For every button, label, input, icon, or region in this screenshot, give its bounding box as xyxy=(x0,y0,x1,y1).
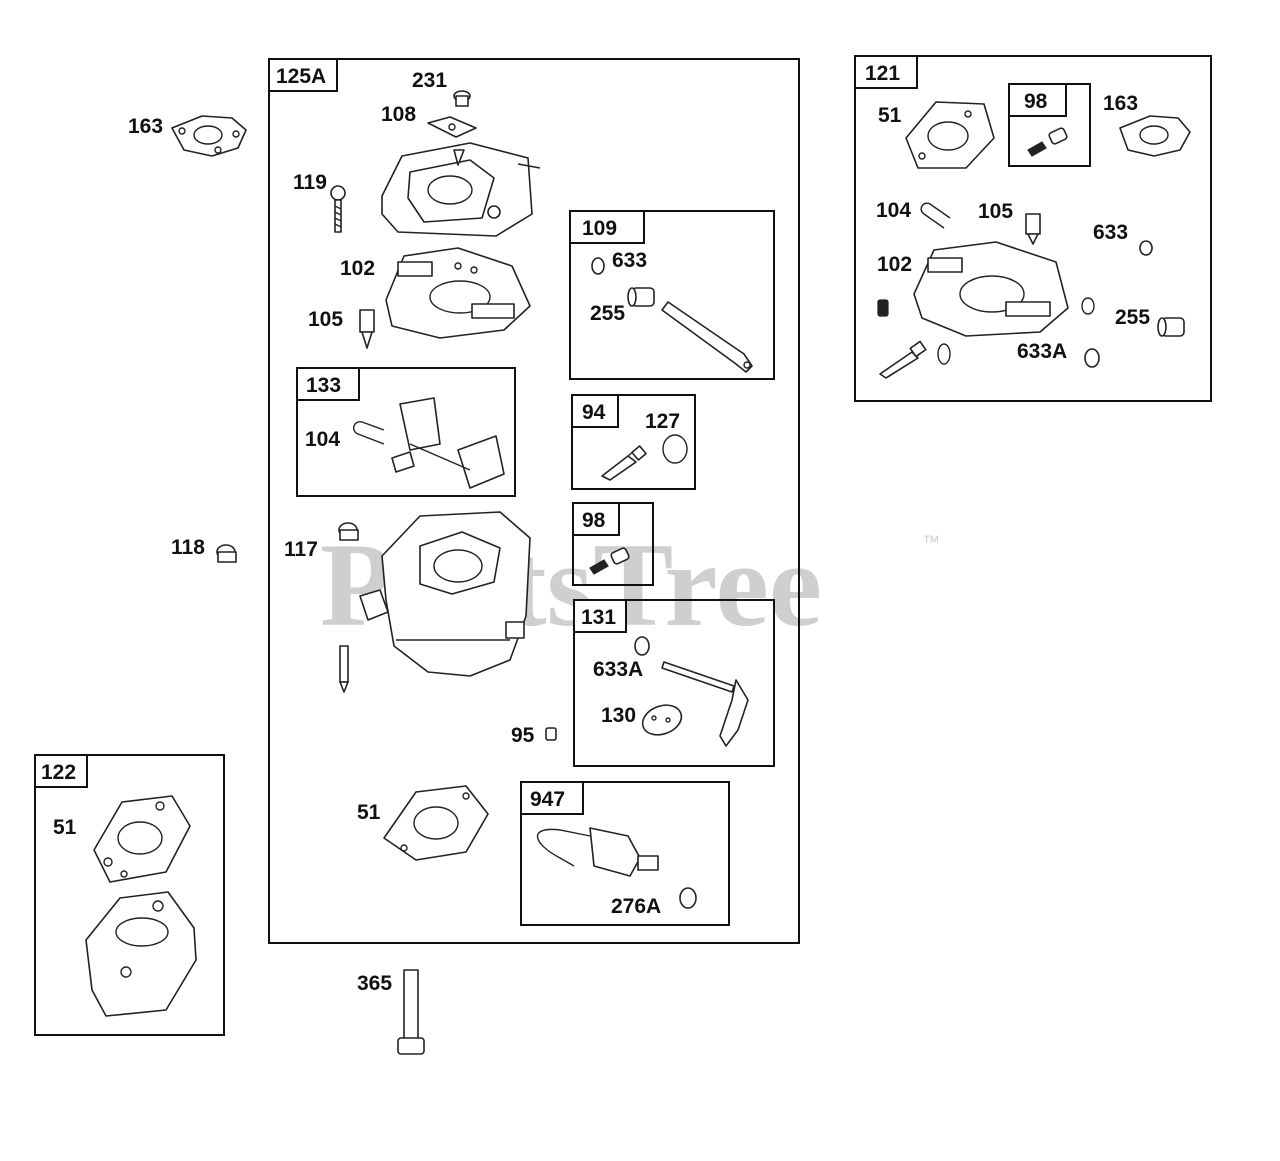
kit-109[interactable]: 109 xyxy=(569,210,775,380)
screw-119-icon[interactable] xyxy=(330,185,346,233)
callout-127: 127 xyxy=(645,410,680,433)
kit-number: 947 xyxy=(530,788,565,811)
screw-231-icon[interactable] xyxy=(453,90,471,107)
callout-105-k121: 105 xyxy=(978,200,1013,223)
mixture-screw-94-icon[interactable] xyxy=(601,445,647,481)
pin-icon[interactable] xyxy=(339,645,349,693)
spacer-icon[interactable] xyxy=(85,891,197,1017)
kit-98-sub[interactable]: 98 xyxy=(1008,83,1091,167)
callout-119: 119 xyxy=(293,171,327,194)
bushing-255-icon[interactable] xyxy=(627,287,655,307)
seal-633A-icon[interactable] xyxy=(634,636,650,656)
o-ring-127-icon[interactable] xyxy=(662,434,688,464)
kit-94[interactable]: 94 xyxy=(571,394,696,490)
callout-255: 255 xyxy=(590,302,625,325)
callout-276A: 276A xyxy=(611,895,661,918)
kit-number: 109 xyxy=(582,217,617,240)
kit-number: 133 xyxy=(306,374,341,397)
needle-105-icon[interactable] xyxy=(359,309,375,349)
kit-number: 94 xyxy=(582,401,606,424)
spring-screw-98-k121-icon[interactable] xyxy=(1027,127,1068,157)
throttle-plate-130-icon[interactable] xyxy=(638,700,685,740)
callout-51-k121: 51 xyxy=(878,104,902,127)
kit-122[interactable]: 122 xyxy=(34,754,225,1036)
gasket-102-k121-icon[interactable] xyxy=(913,241,1069,337)
screw-95-icon[interactable] xyxy=(545,727,557,741)
kit-number: 122 xyxy=(41,761,76,784)
clip-104-k121-icon[interactable] xyxy=(920,202,951,229)
gasket-51-k121-icon[interactable] xyxy=(905,101,995,169)
kit-number: 98 xyxy=(1024,90,1048,113)
kit-number: 125A xyxy=(276,65,326,88)
solenoid-947-icon[interactable] xyxy=(537,827,659,877)
plug-118-icon[interactable] xyxy=(216,544,237,563)
seal-633-icon[interactable] xyxy=(591,257,605,275)
watermark-trademark: ™ xyxy=(922,532,940,552)
clip-104-icon[interactable] xyxy=(352,420,385,445)
kit-number: 131 xyxy=(581,606,616,629)
washer-k121-icon[interactable] xyxy=(1081,297,1095,315)
gasket-163-k121-icon[interactable] xyxy=(1119,115,1191,157)
kit-131[interactable]: 131 xyxy=(573,599,775,767)
callout-633A-k121: 633A xyxy=(1017,340,1067,363)
kit-number: 121 xyxy=(865,62,900,85)
callout-108: 108 xyxy=(381,103,416,126)
callout-102: 102 xyxy=(340,257,375,280)
bolt-365-icon[interactable] xyxy=(397,969,425,1055)
callout-118: 118 xyxy=(171,536,205,559)
needle-105-k121-icon[interactable] xyxy=(1025,213,1041,245)
choke-shaft-icon[interactable] xyxy=(661,301,753,373)
kit-number: 98 xyxy=(582,509,606,532)
callout-365: 365 xyxy=(357,972,392,995)
kit-98-main[interactable]: 98 xyxy=(572,502,654,586)
callout-255-k121: 255 xyxy=(1115,306,1150,329)
washer-276A-icon[interactable] xyxy=(679,887,697,909)
throttle-shaft-icon[interactable] xyxy=(661,661,749,747)
callout-163-k121: 163 xyxy=(1103,92,1138,115)
o-ring-k121-icon[interactable] xyxy=(937,343,951,365)
callout-633-k121: 633 xyxy=(1093,221,1128,244)
float-133-icon[interactable] xyxy=(391,397,505,489)
spring-screw-98-icon[interactable] xyxy=(589,547,630,575)
callout-163: 163 xyxy=(128,115,163,138)
callout-51-k122: 51 xyxy=(53,816,77,839)
callout-104-k121: 104 xyxy=(876,199,911,222)
carburetor-body-icon[interactable] xyxy=(359,511,531,677)
callout-231: 231 xyxy=(412,69,447,92)
carburetor-cover-icon[interactable] xyxy=(381,142,541,237)
seal-633A-k121-icon[interactable] xyxy=(1084,348,1100,368)
plug-117-icon[interactable] xyxy=(338,522,359,541)
mixture-screw-k121-icon[interactable] xyxy=(879,340,927,379)
callout-95: 95 xyxy=(511,724,535,747)
callout-104: 104 xyxy=(305,428,340,451)
callout-105: 105 xyxy=(308,308,343,331)
kit-121[interactable]: 121 xyxy=(854,55,1212,402)
seal-633-k121-icon[interactable] xyxy=(1139,240,1153,256)
callout-130: 130 xyxy=(601,704,636,727)
callout-117: 117 xyxy=(284,538,318,561)
callout-51: 51 xyxy=(357,801,381,824)
kit-125A[interactable]: 125A xyxy=(268,58,800,944)
kit-133[interactable]: 133 xyxy=(296,367,516,497)
gasket-102-icon[interactable] xyxy=(385,247,531,339)
gasket-108-icon[interactable] xyxy=(427,116,477,138)
kit-947[interactable]: 947 xyxy=(520,781,730,926)
gasket-51-k122-icon[interactable] xyxy=(93,795,191,883)
gasket-51-icon[interactable] xyxy=(383,785,489,861)
callout-633A: 633A xyxy=(593,658,643,681)
callout-633: 633 xyxy=(612,249,647,272)
callouts: 163 231 108 119 102 105 633 255 104 127 … xyxy=(53,69,1150,995)
gasket-163-icon[interactable] xyxy=(171,115,247,157)
bushing-255-k121-icon[interactable] xyxy=(1157,317,1185,337)
callout-102-k121: 102 xyxy=(877,253,912,276)
spring-k121-icon[interactable] xyxy=(877,299,889,317)
